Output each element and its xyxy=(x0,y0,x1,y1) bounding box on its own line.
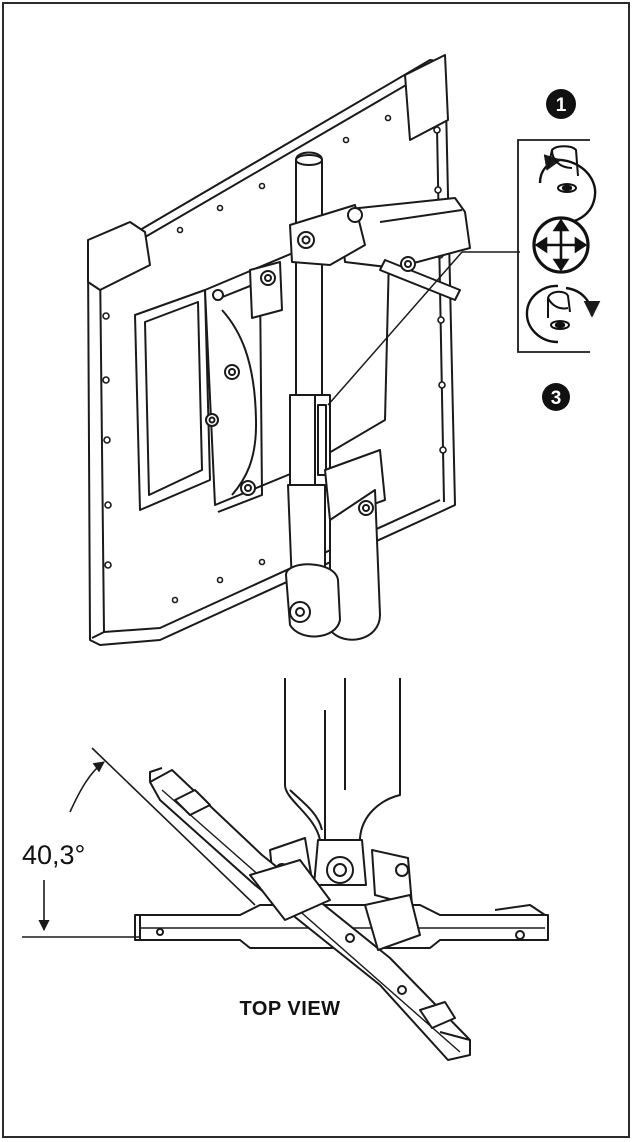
top-view-label: TOP VIEW xyxy=(239,998,340,1020)
angle-label: 40,3° xyxy=(22,840,85,870)
adjustment-callout: 1 xyxy=(517,89,601,411)
wall-mount-perspective xyxy=(87,54,520,646)
step-3-badge: 3 xyxy=(542,383,570,411)
svg-text:1: 1 xyxy=(556,95,567,116)
plate-cutout xyxy=(134,289,211,511)
rotate-counterclockwise-icon xyxy=(538,145,597,224)
move-arrows-icon xyxy=(532,216,590,274)
plate-holes xyxy=(102,114,447,604)
svg-text:3: 3 xyxy=(551,388,562,409)
arm-column xyxy=(284,678,401,859)
angle-indicator xyxy=(22,747,256,938)
upper-arm xyxy=(339,197,471,269)
step-1-badge: 1 xyxy=(546,89,576,119)
plate-rotated xyxy=(149,769,471,1061)
top-view-drawing xyxy=(134,678,549,1061)
rotate-clockwise-icon xyxy=(525,284,601,344)
pivot-post xyxy=(295,151,323,396)
